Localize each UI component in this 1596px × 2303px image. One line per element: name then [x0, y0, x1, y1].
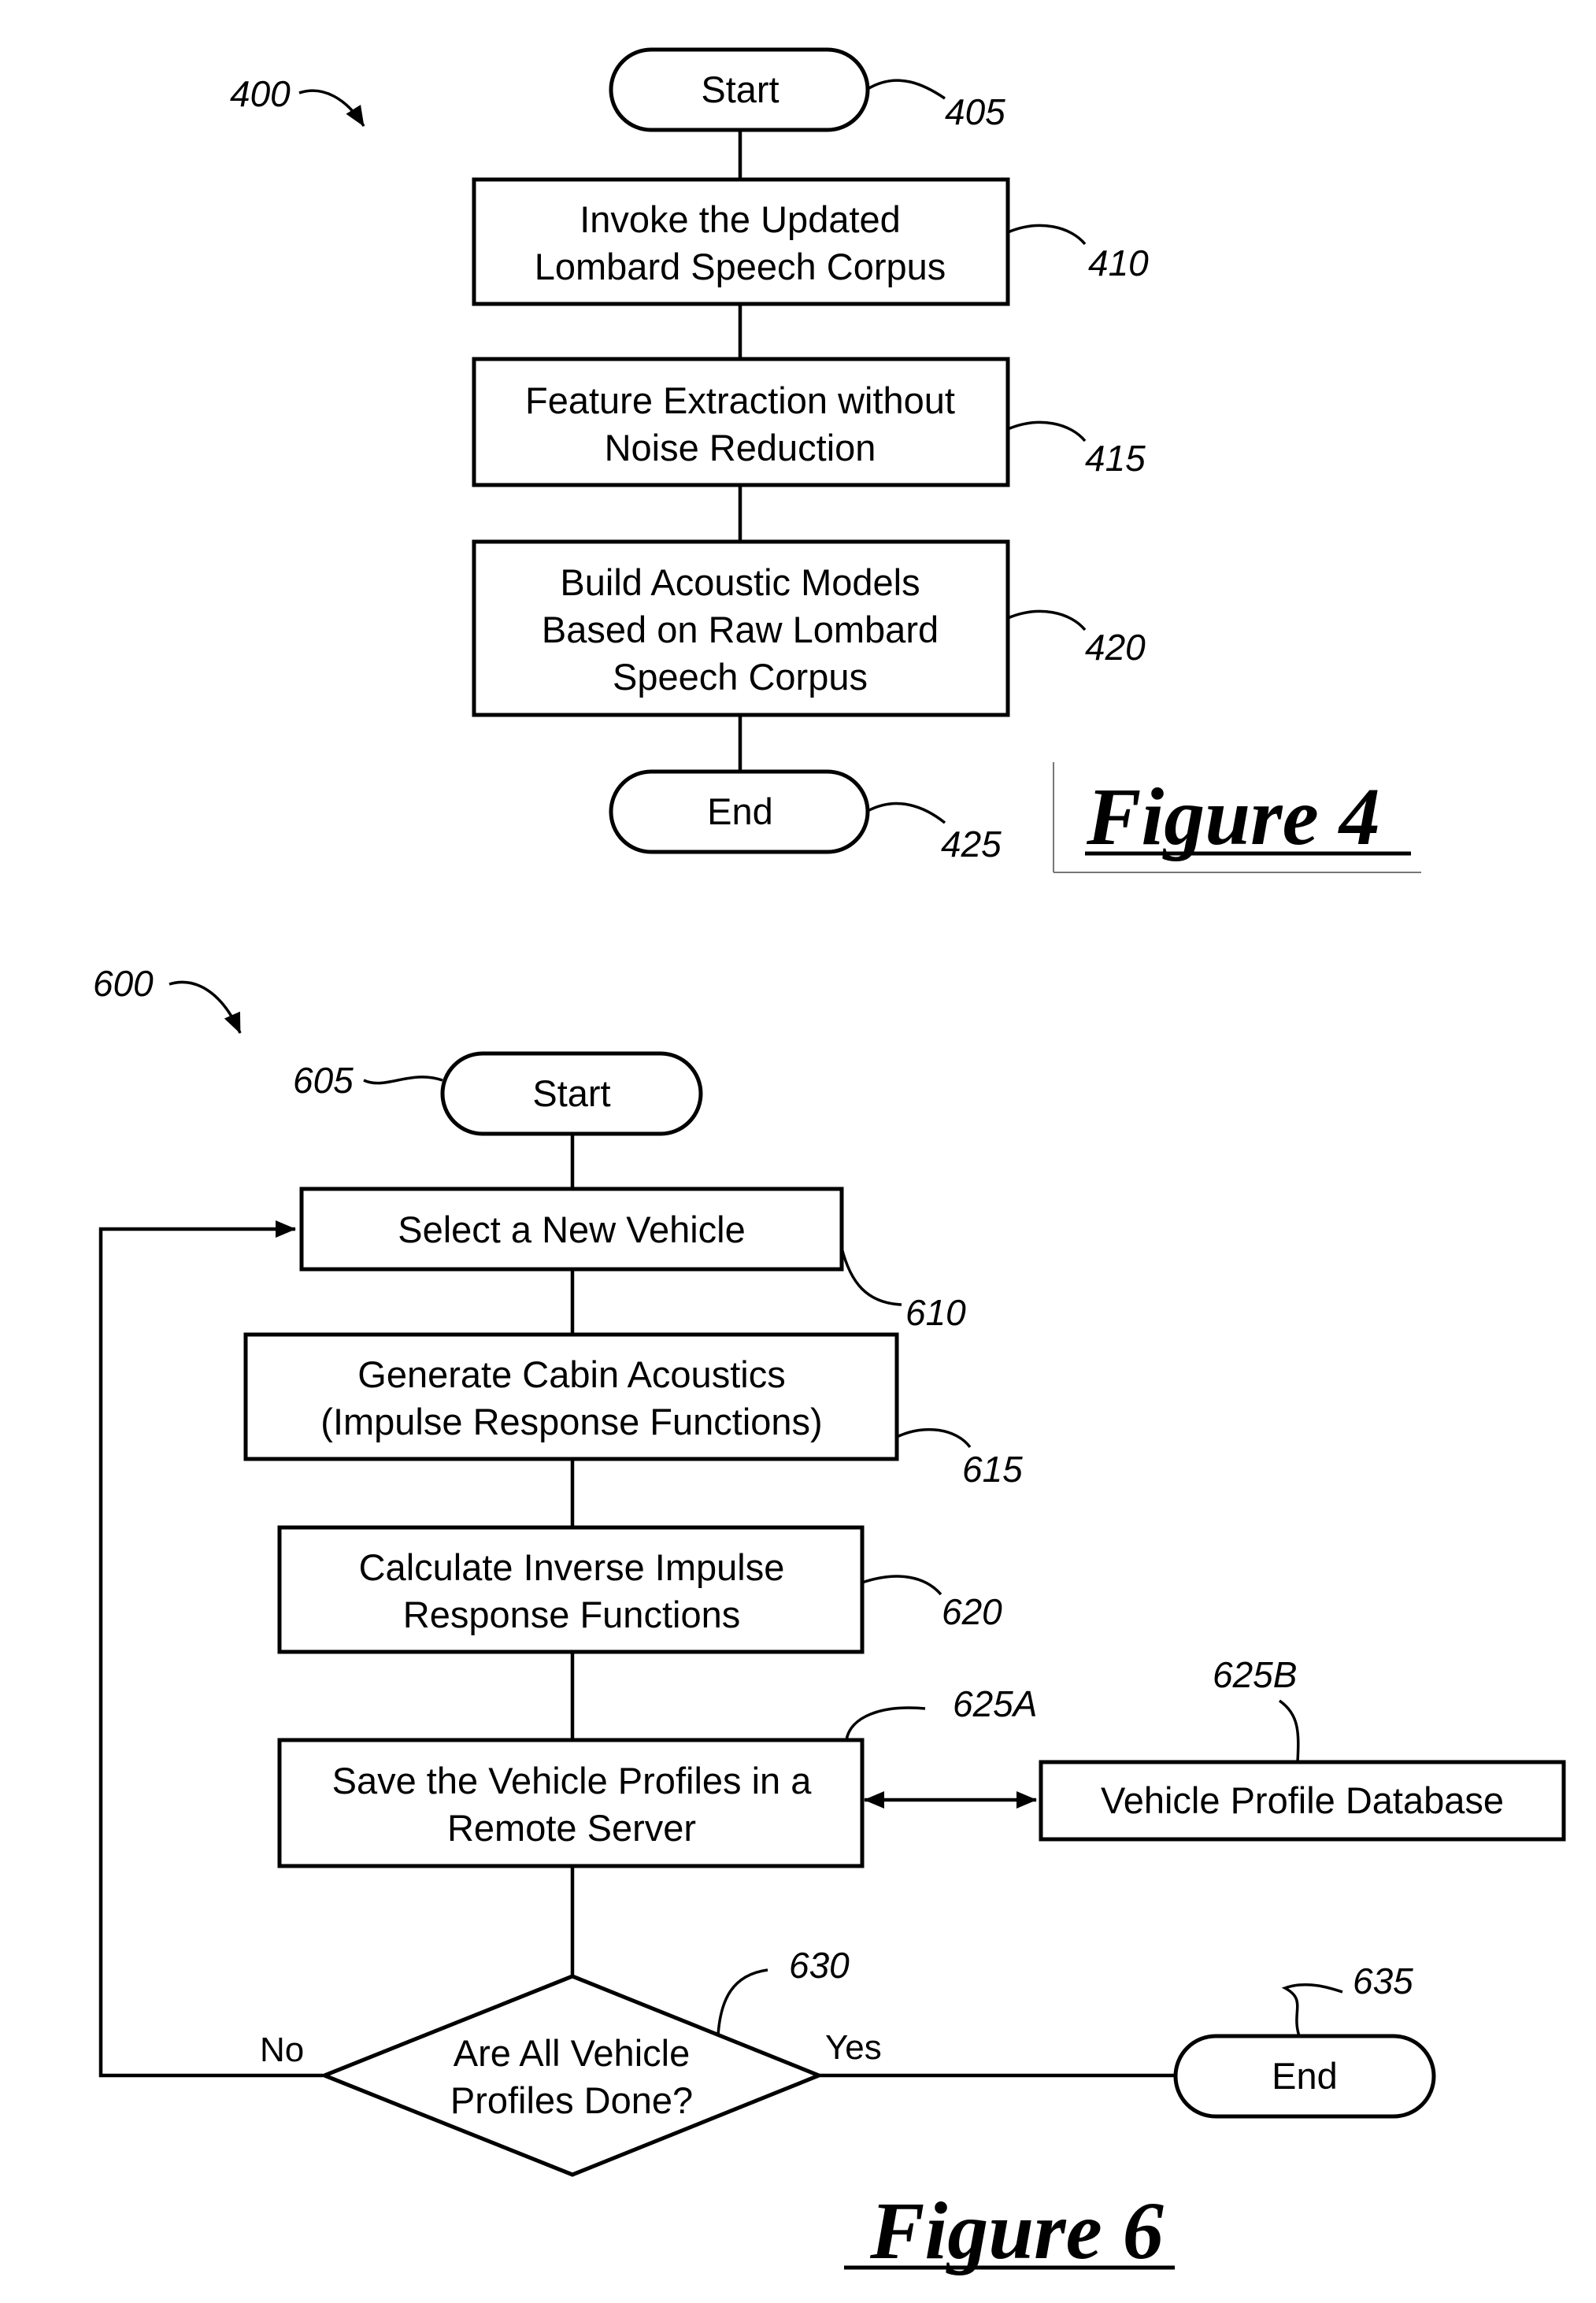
ref-425: 425 [941, 824, 1002, 865]
step-420-line-3: Speech Corpus [613, 656, 868, 698]
fig4-end-label: End [707, 790, 773, 832]
step-615-line-2: (Impulse Response Functions) [320, 1401, 822, 1442]
figure-6: 600 Start 605 Select a New Vehicle 610 G… [93, 963, 1564, 2276]
figure-6-ref-leader [169, 983, 240, 1033]
ref-635: 635 [1353, 1961, 1413, 2001]
ref-610: 610 [905, 1292, 966, 1333]
figure-4-ref-leader [299, 91, 364, 126]
step-420-line-1: Build Acoustic Models [560, 561, 920, 603]
db-625b-label: Vehicle Profile Database [1101, 1779, 1504, 1821]
yes-branch-label: Yes [825, 2028, 882, 2067]
ref-615: 615 [962, 1449, 1023, 1490]
ref-620: 620 [942, 1591, 1002, 1632]
ref-605: 605 [293, 1060, 354, 1101]
step-625a-line-2: Remote Server [447, 1807, 696, 1849]
ref-635-leader [1285, 1985, 1342, 2036]
step-620-line-1: Calculate Inverse Impulse [359, 1546, 785, 1588]
ref-410-leader [1008, 225, 1085, 244]
figure-4: 400 Start 405 Invoke the Updated Lombard… [230, 50, 1421, 872]
step-415-line-2: Noise Reduction [605, 427, 876, 468]
figure-4-title: Figure 4 [1086, 772, 1380, 862]
step-415-line-1: Feature Extraction without [525, 380, 955, 421]
figure-6-title: Figure 6 [869, 2186, 1164, 2276]
ref-630: 630 [789, 1945, 850, 1986]
fig6-decision-630 [324, 1976, 819, 2175]
ref-415: 415 [1085, 438, 1146, 479]
ref-625b: 625B [1213, 1654, 1297, 1695]
decision-630-line-1: Are All Vehicle [454, 2032, 690, 2074]
ref-410: 410 [1088, 243, 1149, 283]
step-615-line-1: Generate Cabin Acoustics [357, 1353, 785, 1395]
no-branch-label: No [260, 2031, 304, 2069]
ref-615-leader [897, 1430, 970, 1447]
step-420-line-2: Based on Raw Lombard [542, 609, 939, 650]
ref-425-leader [868, 804, 945, 823]
figure-4-ref-label: 400 [230, 73, 291, 114]
step-410-line-2: Lombard Speech Corpus [535, 246, 946, 287]
ref-405: 405 [945, 91, 1005, 132]
ref-625a: 625A [953, 1683, 1037, 1724]
ref-420: 420 [1085, 627, 1146, 668]
figure-6-ref-label: 600 [93, 963, 154, 1004]
ref-610-leader [842, 1248, 902, 1305]
ref-630-leader [718, 1970, 768, 2035]
ref-405-leader [868, 80, 945, 98]
step-625a-line-1: Save the Vehicle Profiles in a [332, 1760, 813, 1801]
fig6-end-label: End [1272, 2055, 1338, 2097]
ref-415-leader [1008, 422, 1085, 441]
ref-420-leader [1008, 611, 1085, 630]
ref-625a-leader [846, 1708, 925, 1740]
ref-620-leader [862, 1576, 941, 1594]
ref-625b-leader [1279, 1701, 1298, 1762]
fig6-start-label: Start [532, 1072, 610, 1114]
decision-630-line-2: Profiles Done? [450, 2079, 693, 2121]
fig4-start-label: Start [701, 68, 779, 110]
step-610-line-1: Select a New Vehicle [398, 1209, 746, 1250]
step-620-line-2: Response Functions [403, 1594, 740, 1635]
ref-605-leader [364, 1077, 443, 1083]
step-410-line-1: Invoke the Updated [580, 198, 901, 240]
